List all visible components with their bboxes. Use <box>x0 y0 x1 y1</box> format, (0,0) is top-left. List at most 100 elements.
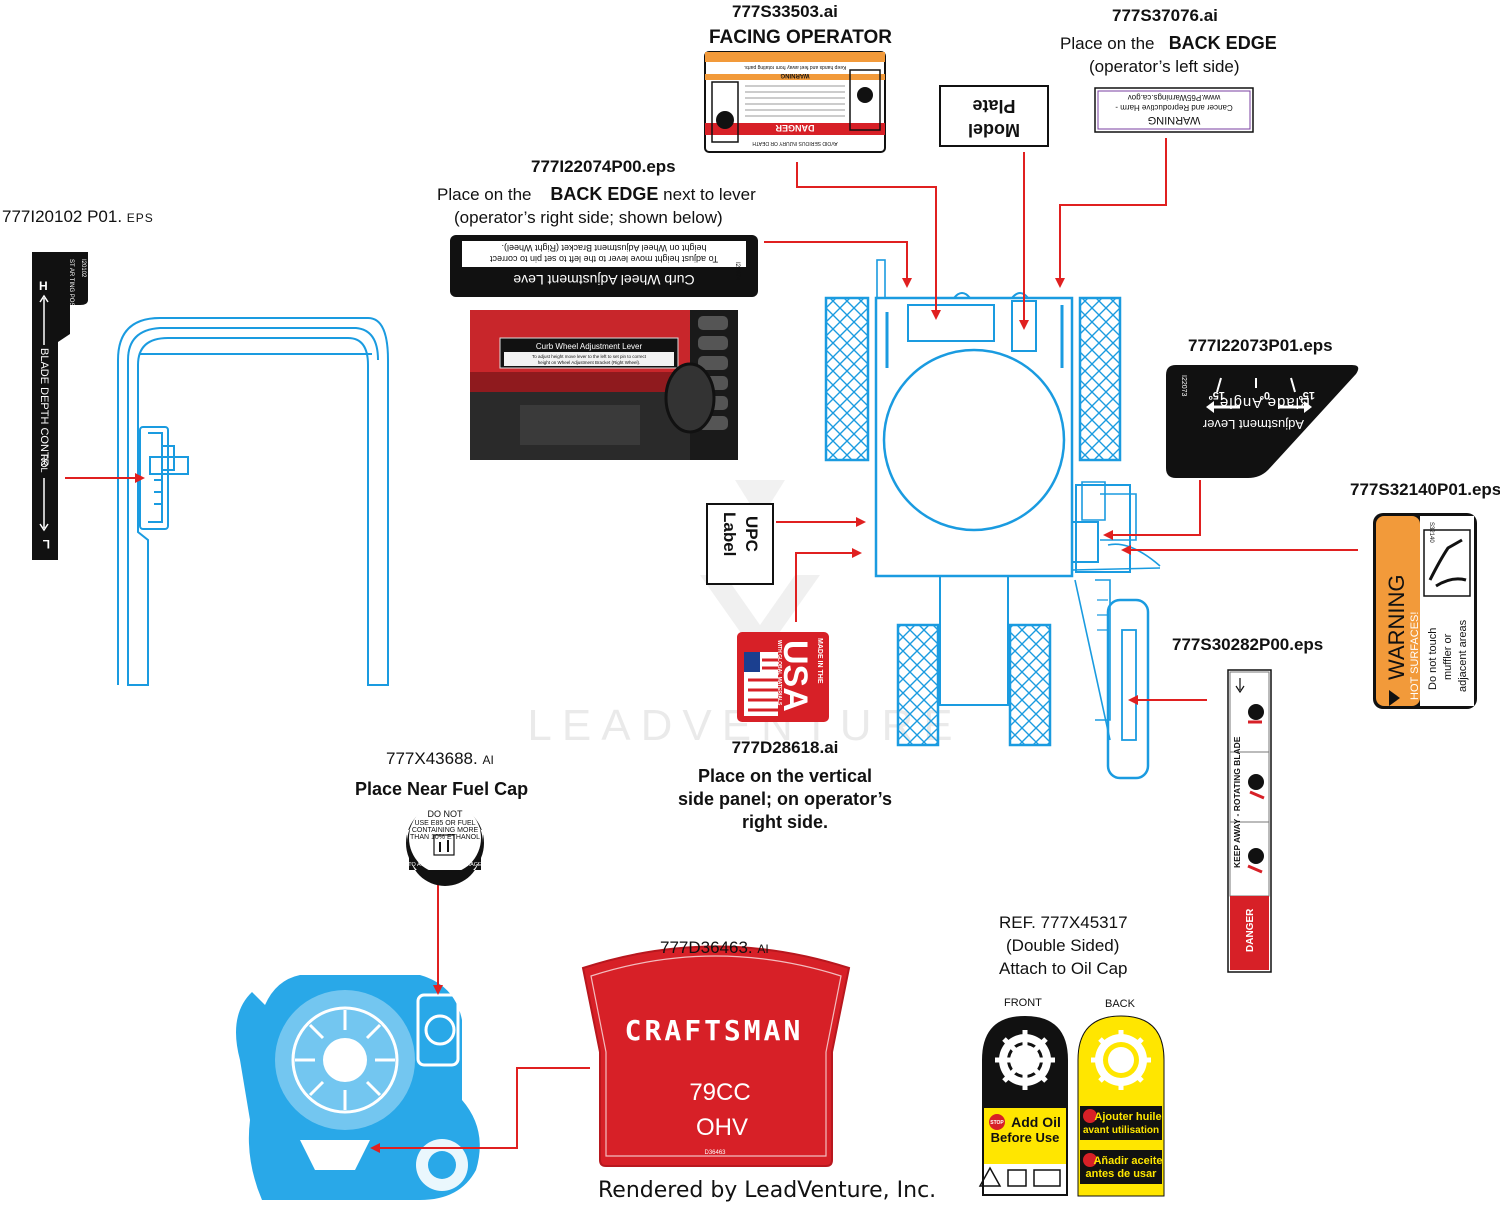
upc-label-decal: UPC Label <box>706 503 774 585</box>
curb-wheel-code: I22074 <box>734 262 740 281</box>
curb-wheel-text-2: height on Wheel Adjustment Bracket (Righ… <box>501 243 706 253</box>
fuel-line-5: TO AVOID ENGINE DAMAGE <box>408 862 482 868</box>
label-777s37076: 777S37076.ai <box>1112 6 1218 25</box>
eps-small: EPS <box>126 211 154 225</box>
decal-777i20102: I20102 ST AR TING POSITION N H BLADE DEP… <box>32 252 88 560</box>
oil-front-line-1: Add Oil <box>1011 1114 1061 1130</box>
p65-text-1: Cancer and Reproductive Harm - <box>1115 103 1233 112</box>
craftsman-cc: 79CC <box>689 1079 750 1106</box>
label-777s32140: 777S32140P01.eps <box>1350 480 1500 499</box>
decal-777d28618: MADE IN THE USA WITH GLOBAL MATERIALS <box>737 632 829 722</box>
oil-back-line-1: Ajouter huile <box>1094 1111 1161 1123</box>
decal-777s33503: DANGER WARNING AVOID SERIOUS INJURY OR D… <box>704 51 886 153</box>
photo-title: Curb Wheel Adjustment Lever <box>536 342 643 351</box>
label-facing-operator: FACING OPERATOR <box>709 27 892 48</box>
upc-line-1: UPC <box>742 516 761 552</box>
oil-tag-back: Ajouter huile avant utilisation Añadir a… <box>1077 1015 1165 1197</box>
curb-wheel-text-1: To adjust height move lever to the left … <box>489 254 718 264</box>
oil-tag-front: STOP Add Oil Before Use <box>978 1016 1068 1196</box>
warning-small: WARNING <box>780 72 809 78</box>
decal-777s32140: WARNING HOT SURFACES! Do not touch muffl… <box>1373 513 1477 709</box>
back-label: BACK <box>1105 998 1135 1010</box>
p65-warning-word: WARNING <box>1148 114 1201 126</box>
vertical-panel-line-2: side panel; on operator’s <box>677 789 893 809</box>
depth-code: I20102 <box>80 259 86 278</box>
oil-back-line-4: antes de usar <box>1086 1168 1158 1180</box>
curb-wheel-photo: Curb Wheel Adjustment Lever To adjust he… <box>470 310 738 460</box>
oil-front-line-2: Before Use <box>991 1130 1060 1145</box>
hot-line-4: adjacent areas <box>1457 619 1469 692</box>
keep-away-text: KEEP AWAY - ROTATING BLADE <box>1232 736 1242 868</box>
oil-front-stop: STOP <box>990 1120 1004 1126</box>
hot-line-2: Do not touch <box>1427 628 1439 690</box>
angle-15a: 15º <box>1299 389 1315 401</box>
usa-line-3: WITH GLOBAL MATERIALS <box>776 640 782 706</box>
depth-main: BLADE DEPTH CONTR <box>38 348 50 467</box>
operator-left-side: (operator’s left side) <box>1089 57 1240 76</box>
decal-777i22074: Curb Wheel Adjustment Leve To adjust hei… <box>450 235 758 297</box>
p65-text-2: www.P65Warnings.ca.gov <box>1128 93 1222 102</box>
hot-code: S32140 <box>1428 522 1434 543</box>
fuel-line-1: DO NOT <box>428 809 464 819</box>
oil-back-line-2: avant utilisation <box>1083 1125 1159 1136</box>
file-43688: 777X43688. <box>386 749 478 768</box>
danger-word: DANGER <box>775 123 815 133</box>
hot-warning: WARNING <box>1384 574 1409 680</box>
decal-777i22073: Blade Angle Adjustment Lever 15º 0º 15º … <box>1166 365 1359 478</box>
svg-text:H: H <box>39 279 48 293</box>
back-edge-1: BACK EDGE <box>1168 33 1277 53</box>
placement-back-edge-lever: Place on the BACK EDGE next to lever <box>437 184 756 205</box>
label-777i22073: 777I22073P01.eps <box>1188 336 1333 355</box>
danger-text-1: AVOID SERIOUS INJURY OR DEATH <box>752 140 838 146</box>
craftsman-ohv: OHV <box>696 1114 748 1141</box>
oil-back-line-3: Añadir aceite <box>1093 1155 1162 1167</box>
engine-illustration <box>236 975 480 1200</box>
file-36463: 777D36463. <box>660 938 753 957</box>
angle-code: I22073 <box>1180 375 1187 397</box>
operator-right-side: (operator’s right side; shown below) <box>454 208 723 227</box>
decal-777x43688: DO NOT USE E85 OR FUEL CONTAINING MORE T… <box>406 802 484 886</box>
usa-line-1: MADE IN THE <box>816 638 823 684</box>
photo-text-1: To adjust height move lever to the left … <box>532 354 647 359</box>
fuel-line-4: THAN 10% ETHANOL <box>410 834 480 841</box>
label-777i22074: 777I22074P00.eps <box>531 157 676 176</box>
next-to-lever: next to lever <box>663 185 756 204</box>
photo-text-2: height on Wheel Adjustment Bracket (Righ… <box>538 360 641 365</box>
danger-text-2: Keep hands and feet away from rotating p… <box>744 64 847 70</box>
attach-to-oil-cap: Attach to Oil Cap <box>999 959 1128 978</box>
hot-line-1: HOT SURFACES! <box>1409 612 1421 700</box>
decal-777s37076: WARNING Cancer and Reproductive Harm - w… <box>1094 87 1254 133</box>
place-near-fuel-cap: Place Near Fuel Cap <box>355 779 529 799</box>
label-777s30282: 777S30282P00.eps <box>1172 635 1324 654</box>
handle-outline <box>117 317 389 686</box>
curb-wheel-title: Curb Wheel Adjustment Leve <box>513 272 695 288</box>
place-on-the-2: Place on the <box>437 185 532 204</box>
svg-text:L: L <box>43 537 50 551</box>
danger-strip-text: DANGER <box>1245 908 1256 952</box>
depth-ol: ROL <box>39 454 49 473</box>
model-plate-decal: Model Plate <box>939 85 1049 147</box>
mower-outline <box>824 259 1161 780</box>
fuel-line-3: CONTAINING MORE <box>412 827 479 834</box>
label-777s33503: 777S33503.ai <box>732 2 838 21</box>
model-plate-line1: Model <box>968 120 1020 140</box>
decal-777s30282: KEEP AWAY - ROTATING BLADE DANGER <box>1227 669 1272 973</box>
hot-line-3: muffler or <box>1442 633 1454 680</box>
ref-777x45317: REF. 777X45317 <box>999 913 1128 932</box>
placement-back-edge-left: Place on the BACK EDGE <box>1060 33 1277 54</box>
label-777x43688: 777X43688. AI <box>386 749 494 769</box>
vertical-panel-line-3: right side. <box>741 812 828 832</box>
pointer-arrows <box>65 138 1358 1153</box>
depth-start: ST AR TING POSITION N <box>68 259 74 328</box>
craftsman-logo: CRAFTSMAN <box>625 1014 804 1047</box>
ai-small-2: AI <box>757 942 769 956</box>
ai-small-1: AI <box>482 753 494 767</box>
footer-credit: Rendered by LeadVenture, Inc. <box>598 1178 937 1203</box>
file-20102: 777I20102 P01. <box>2 207 123 226</box>
angle-15b: 15º <box>1209 389 1225 401</box>
usa-line-2: USA <box>776 640 814 712</box>
double-sided: (Double Sided) <box>1006 936 1120 955</box>
label-777d28618: 777D28618.ai <box>731 738 839 757</box>
